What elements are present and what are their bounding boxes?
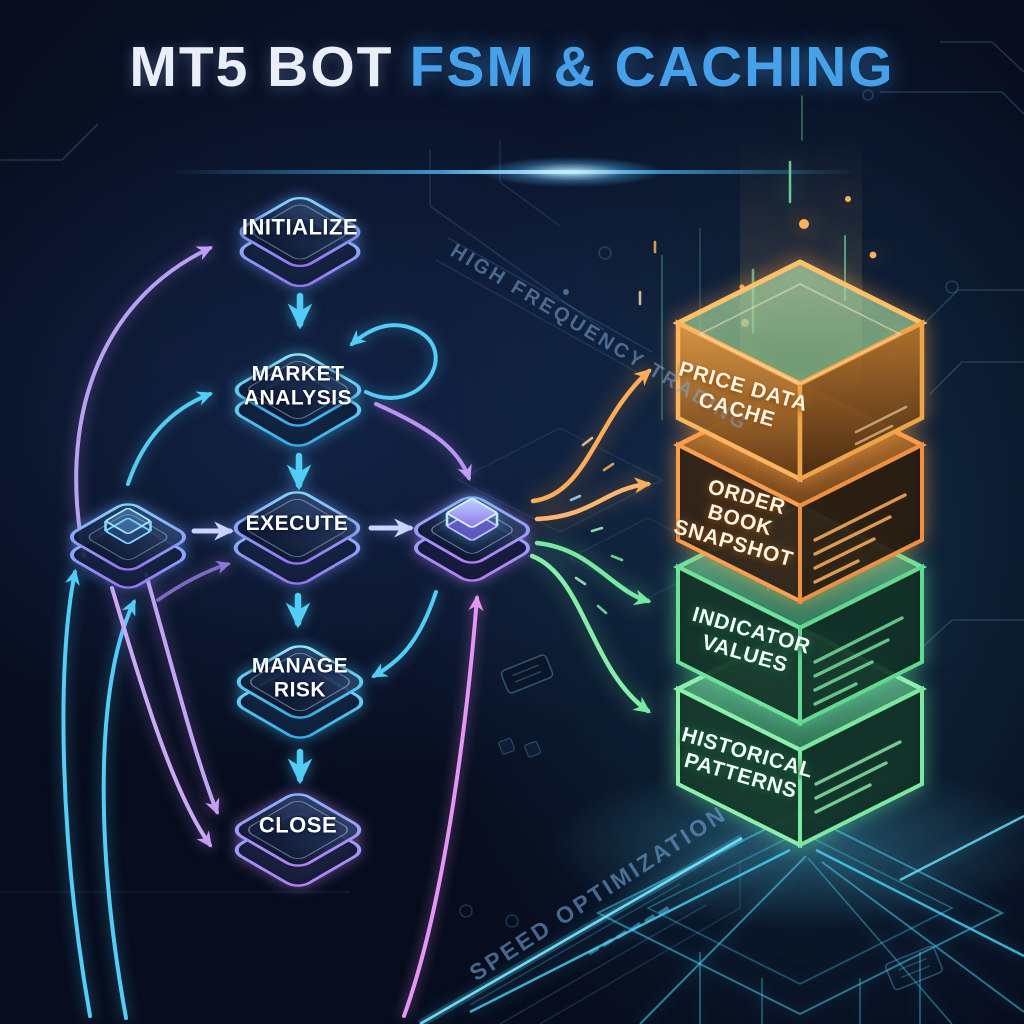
fsm-arrows (61, 246, 484, 1020)
title-underline-flare (481, 157, 661, 187)
fsm-node-right-hub (413, 496, 531, 582)
arrow-bottom-to-hub (402, 594, 484, 1018)
flow-line-price-data (530, 368, 652, 504)
bottom-circuit-glow (417, 760, 1024, 1024)
title-mt5-bot: MT5 BOT (129, 35, 394, 99)
arrow-return-to-market-analysis (126, 391, 214, 486)
arrow-market-analysis-self-loop (349, 323, 438, 400)
arrow-market-analysis-to-hub (374, 402, 472, 482)
node-label-market-analysis: MARKET ANALYSIS (243, 362, 353, 409)
arrow-left-hub-to-close-1 (144, 572, 220, 816)
fsm-node-market-analysis (234, 353, 362, 447)
flow-line-indicator-values (534, 540, 652, 606)
chip-icon (500, 654, 554, 694)
arrow-return-to-initialize (74, 246, 214, 558)
arrow-left-hub-to-close-2 (110, 586, 212, 848)
fsm-node-manage-risk (236, 645, 364, 739)
arrow-bottom-to-left-hub-2 (101, 598, 136, 1020)
node-label-initialize: INITIALIZE (241, 214, 359, 240)
cache-cube-price-data (672, 259, 928, 483)
glowing-cube-icon (445, 498, 499, 541)
flow-line-historical-patterns (529, 553, 651, 714)
node-label-close: CLOSE (258, 812, 338, 838)
flow-line-order-book (534, 477, 652, 522)
node-label-manage-risk: MANAGE RISK (251, 654, 349, 701)
node-label-execute: EXECUTE (245, 512, 349, 536)
cache-flow-lines (529, 240, 657, 714)
fsm-node-execute (233, 491, 361, 585)
chip-icon (885, 945, 943, 991)
arrow-hub-to-manage-risk (371, 590, 438, 678)
memory-dots-icon (498, 738, 541, 758)
title-fsm-caching: FSM & CACHING (409, 35, 895, 99)
arrow-left-hub-to-execute-diagonal (156, 560, 231, 602)
fsm-node-close (234, 793, 362, 887)
flow-particles (569, 240, 657, 615)
cube-icon (104, 507, 152, 545)
arrow-bottom-to-left-hub-1 (61, 568, 92, 1018)
fsm-node-initialize (239, 196, 361, 288)
fsm-node-left-hub (69, 503, 187, 589)
